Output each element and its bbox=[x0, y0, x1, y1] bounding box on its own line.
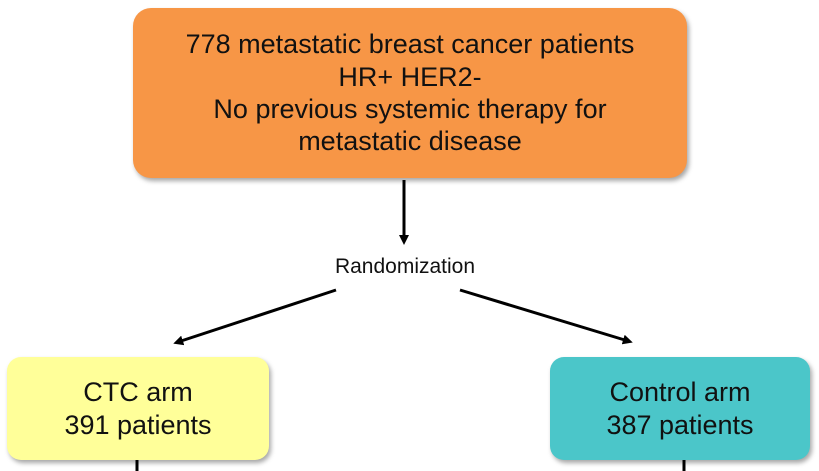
ctc-arm-count: 391 patients bbox=[64, 409, 212, 440]
ctc-arm-title: CTC arm bbox=[83, 377, 193, 408]
arrow-randomization-to-ctc bbox=[173, 288, 337, 346]
arrow-randomization-to-control bbox=[459, 288, 633, 345]
population-line-2: HR+ HER2- bbox=[338, 61, 482, 92]
ctc-arm-box: CTC arm 391 patients bbox=[7, 357, 269, 460]
population-line-3: No previous systemic therapy for bbox=[213, 94, 607, 124]
control-arm-title: Control arm bbox=[609, 377, 751, 408]
randomization-label: Randomization bbox=[334, 255, 476, 278]
control-arm-box: Control arm 387 patients bbox=[550, 357, 810, 460]
population-line-4: metastatic disease bbox=[298, 126, 522, 157]
population-line-1: 778 metastatic breast cancer patients bbox=[185, 29, 635, 60]
control-arm-count: 387 patients bbox=[606, 409, 754, 440]
population-box: 778 metastatic breast cancer patients HR… bbox=[133, 8, 687, 178]
